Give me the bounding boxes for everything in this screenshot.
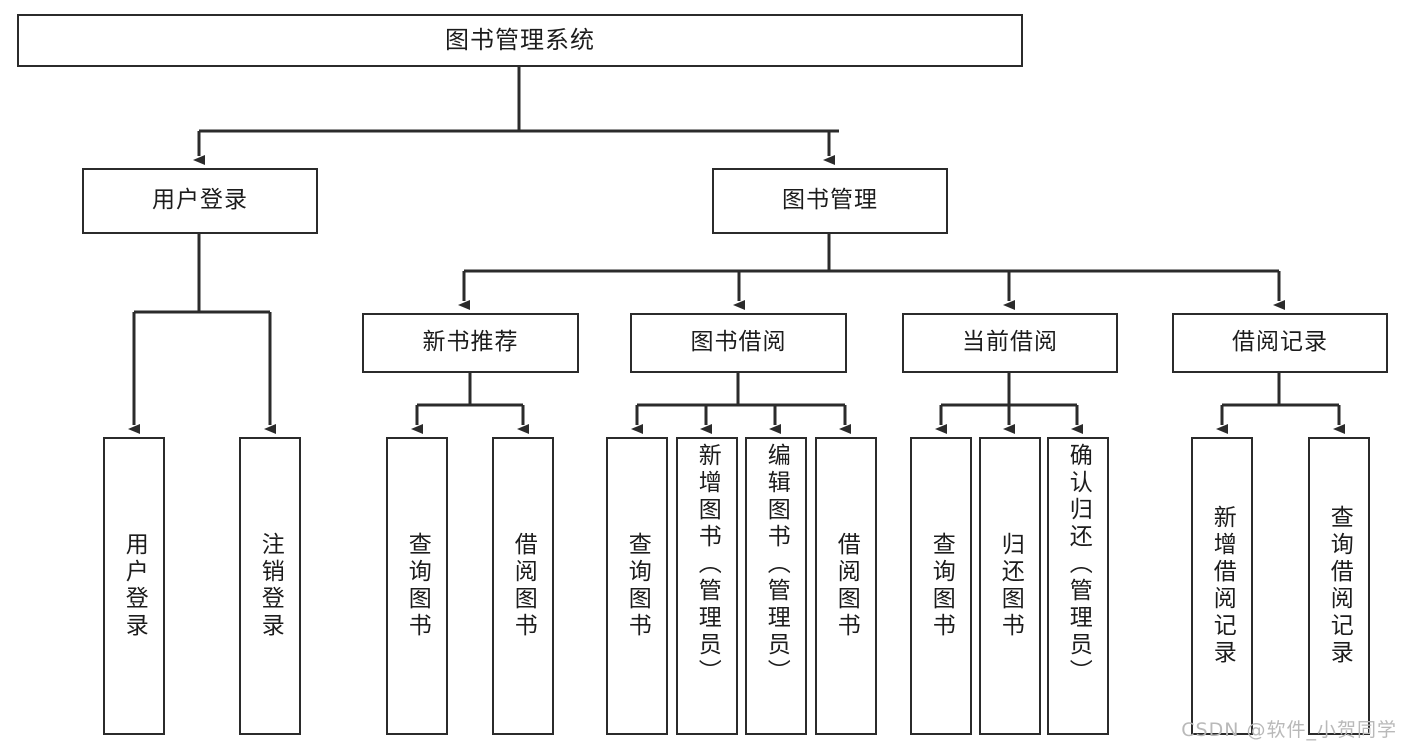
- leaf-query-book-3[interactable]: 查询图书: [910, 437, 972, 735]
- leaf-confirm-return-label: 确认归还（管理员）: [1065, 443, 1092, 686]
- leaf-return-book-label: 归还图书: [997, 532, 1024, 640]
- node-root[interactable]: 图书管理系统: [17, 14, 1023, 67]
- leaf-query-book-1-label: 查询图书: [404, 532, 431, 640]
- leaf-confirm-return-wrap: 确认归还（管理员）: [1049, 439, 1107, 737]
- leaf-borrow-book-2[interactable]: 借阅图书: [815, 437, 877, 735]
- leaf-return-book-wrap: 归还图书: [981, 439, 1039, 733]
- leaf-query-book-3-wrap: 查询图书: [912, 439, 970, 733]
- leaf-add-record-wrap: 新增借阅记录: [1193, 439, 1251, 733]
- leaf-borrow-book-1-wrap: 借阅图书: [494, 439, 552, 733]
- leaf-user-login-wrap: 用户登录: [105, 439, 163, 733]
- leaf-add-book-label: 新增图书（管理员）: [694, 443, 721, 686]
- leaf-query-record[interactable]: 查询借阅记录: [1308, 437, 1370, 735]
- node-root-label: 图书管理系统: [445, 26, 595, 55]
- leaf-query-book-2[interactable]: 查询图书: [606, 437, 668, 735]
- leaf-query-record-label: 查询借阅记录: [1326, 505, 1353, 667]
- leaf-borrow-book-2-label: 借阅图书: [833, 532, 860, 640]
- leaf-user-logout-wrap: 注销登录: [241, 439, 299, 733]
- leaf-confirm-return[interactable]: 确认归还（管理员）: [1047, 437, 1109, 735]
- node-current-borrow[interactable]: 当前借阅: [902, 313, 1118, 373]
- leaf-user-login[interactable]: 用户登录: [103, 437, 165, 735]
- leaf-query-record-wrap: 查询借阅记录: [1310, 439, 1368, 733]
- leaf-user-logout[interactable]: 注销登录: [239, 437, 301, 735]
- leaf-add-book-wrap: 新增图书（管理员）: [678, 439, 736, 737]
- leaf-edit-book-wrap: 编辑图书（管理员）: [747, 439, 805, 737]
- leaf-edit-book[interactable]: 编辑图书（管理员）: [745, 437, 807, 735]
- node-book-manage[interactable]: 图书管理: [712, 168, 948, 234]
- node-book-manage-label: 图书管理: [782, 187, 878, 214]
- leaf-add-record-label: 新增借阅记录: [1209, 505, 1236, 667]
- leaf-borrow-book-1-label: 借阅图书: [510, 532, 537, 640]
- leaf-query-book-1[interactable]: 查询图书: [386, 437, 448, 735]
- node-borrow-record[interactable]: 借阅记录: [1172, 313, 1388, 373]
- leaf-query-book-1-wrap: 查询图书: [388, 439, 446, 733]
- leaf-query-book-3-label: 查询图书: [928, 532, 955, 640]
- leaf-add-record[interactable]: 新增借阅记录: [1191, 437, 1253, 735]
- leaf-user-login-label: 用户登录: [121, 532, 148, 640]
- node-current-borrow-label: 当前借阅: [962, 329, 1058, 356]
- node-book-borrow[interactable]: 图书借阅: [630, 313, 847, 373]
- leaf-query-book-2-label: 查询图书: [624, 532, 651, 640]
- node-book-borrow-label: 图书借阅: [690, 329, 787, 356]
- leaf-add-book[interactable]: 新增图书（管理员）: [676, 437, 738, 735]
- node-borrow-record-label: 借阅记录: [1232, 329, 1328, 356]
- csdn-watermark: CSDN @软件_小贺同学: [1181, 719, 1397, 741]
- node-new-book-recommend-label: 新书推荐: [422, 329, 519, 356]
- leaf-return-book[interactable]: 归还图书: [979, 437, 1041, 735]
- leaf-query-book-2-wrap: 查询图书: [608, 439, 666, 733]
- node-new-book-recommend[interactable]: 新书推荐: [362, 313, 579, 373]
- leaf-borrow-book-2-wrap: 借阅图书: [817, 439, 875, 733]
- leaf-edit-book-label: 编辑图书（管理员）: [763, 443, 790, 686]
- leaf-user-logout-label: 注销登录: [257, 532, 284, 640]
- node-user-login-label: 用户登录: [152, 187, 248, 214]
- leaf-borrow-book-1[interactable]: 借阅图书: [492, 437, 554, 735]
- node-user-login[interactable]: 用户登录: [82, 168, 318, 234]
